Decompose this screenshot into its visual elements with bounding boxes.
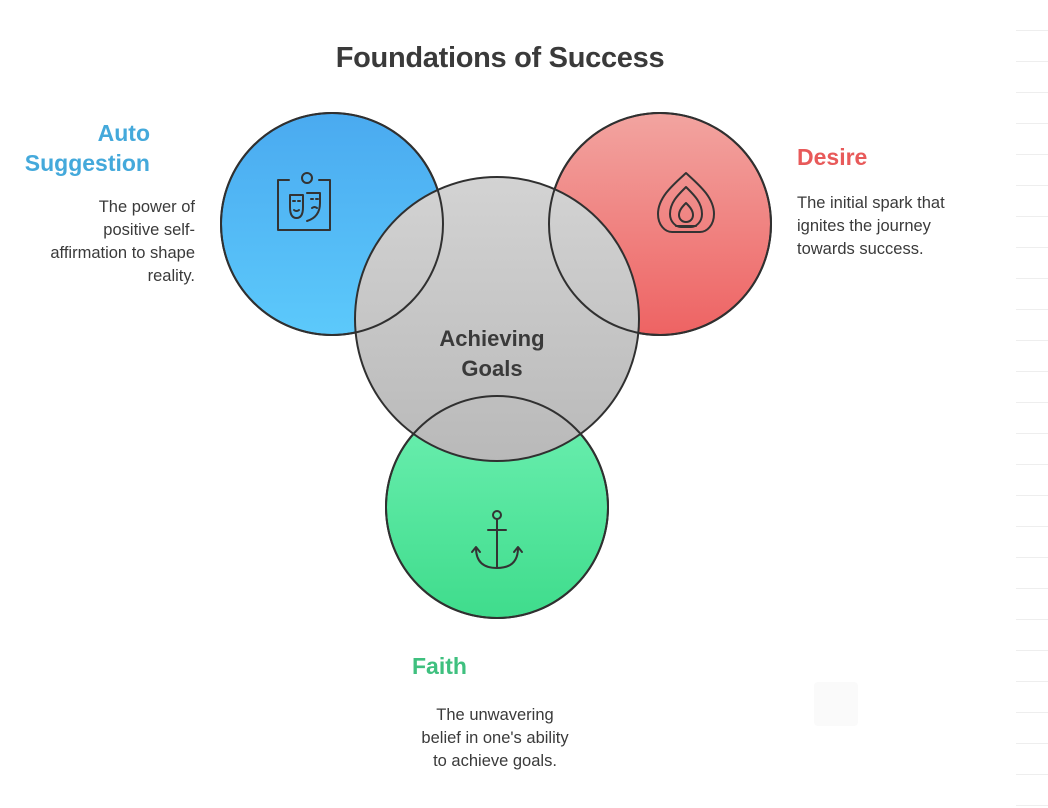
auto-suggestion-desc-line4: reality.	[147, 267, 195, 285]
face-mask-icon	[277, 172, 331, 231]
auto-suggestion-heading-line1: Auto	[97, 120, 150, 146]
right-edge-strip	[1016, 0, 1048, 808]
desire-desc-line1: The initial spark that	[797, 194, 945, 212]
desire-desc-line2: ignites the journey	[797, 217, 931, 235]
auto-suggestion-desc-line1: The power of	[98, 198, 195, 216]
desire-heading-line1: Desire	[797, 144, 868, 170]
center-label-line2: Goals	[461, 356, 522, 381]
desire-description: The initial spark that ignites the journ…	[797, 192, 945, 261]
center-label-line1: Achieving	[439, 326, 544, 351]
auto-suggestion-heading: Auto Suggestion	[25, 118, 150, 178]
ghost-square	[814, 682, 858, 726]
achieving-goals-circle	[354, 176, 640, 462]
auto-suggestion-desc-line3: affirmation to shape	[50, 244, 195, 262]
page-title: Foundations of Success	[335, 42, 665, 74]
flame-icon	[657, 172, 715, 233]
auto-suggestion-heading-line2: Suggestion	[24, 150, 150, 176]
faith-description: The unwavering belief in one's ability t…	[395, 704, 595, 773]
faith-heading-line1: Faith	[412, 653, 467, 679]
faith-desc-line1: The unwavering	[436, 706, 554, 724]
desire-desc-line3: towards success.	[797, 240, 924, 258]
faith-desc-line3: to achieve goals.	[433, 752, 557, 770]
faith-desc-line2: belief in one's ability	[421, 729, 569, 747]
faith-heading: Faith	[412, 651, 467, 681]
anchor-icon	[471, 510, 523, 569]
auto-suggestion-description: The power of positive self- affirmation …	[50, 196, 195, 288]
auto-suggestion-desc-line2: positive self-	[103, 221, 195, 239]
desire-heading: Desire	[797, 142, 867, 172]
